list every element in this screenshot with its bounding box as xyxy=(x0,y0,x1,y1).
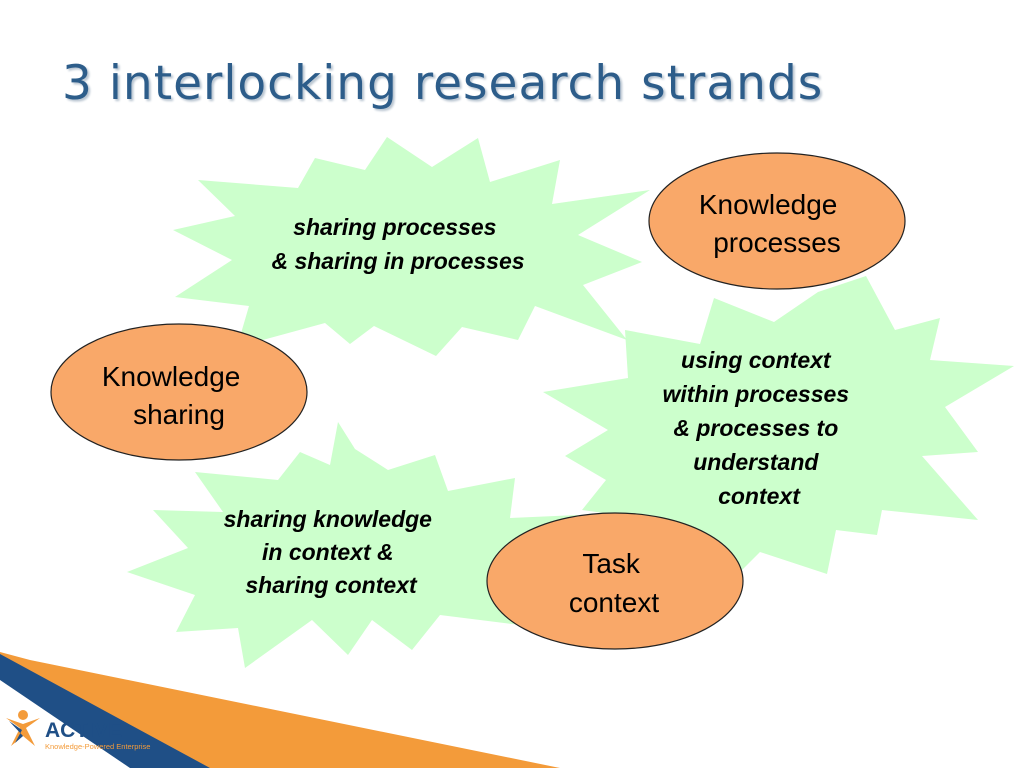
ellipse-line: processes xyxy=(713,227,841,258)
ellipse-line: Knowledge xyxy=(102,361,241,392)
burst-line: in context & xyxy=(262,539,394,565)
ellipse-line: Knowledge xyxy=(699,189,838,220)
burst-line: using context xyxy=(681,347,832,373)
slide-title: 3 interlocking research strands xyxy=(62,56,824,111)
ellipse-knowledge-processes xyxy=(648,152,906,290)
burst-line: context xyxy=(718,483,801,509)
burst-line: & sharing in processes xyxy=(271,248,524,274)
burst-line: sharing knowledge xyxy=(224,506,433,532)
burst-sharing-processes xyxy=(173,137,650,356)
logo-name: ACTIVE xyxy=(45,719,122,742)
burst-using-context xyxy=(543,276,1014,582)
ellipse-line: Task xyxy=(582,548,641,579)
ellipse-task-context xyxy=(486,512,744,650)
burst-line: sharing context xyxy=(245,572,418,598)
burst-text-sharing-processes: sharing processes & sharing in processes xyxy=(271,214,524,274)
ellipse-line: context xyxy=(569,587,659,618)
burst-text-using-context: using context within processes & process… xyxy=(662,347,855,509)
ellipse-text-knowledge-sharing: Knowledge sharing xyxy=(102,361,248,430)
ellipse-knowledge-sharing xyxy=(50,323,308,461)
ellipse-line: sharing xyxy=(133,399,225,430)
ellipse-text-knowledge-processes: Knowledge processes xyxy=(699,189,845,258)
ellipse-text-task-context: Task context xyxy=(569,548,659,618)
burst-line: & processes to xyxy=(673,415,838,441)
burst-text-sharing-knowledge: sharing knowledge in context & sharing c… xyxy=(224,506,439,598)
active-logo: ACTIVE Knowledge-Powered Enterprise xyxy=(6,710,150,751)
burst-line: understand xyxy=(693,449,819,475)
logo-tagline: Knowledge-Powered Enterprise xyxy=(45,742,150,751)
burst-line: sharing processes xyxy=(293,214,496,240)
star-person-icon xyxy=(6,710,40,746)
burst-line: within processes xyxy=(662,381,849,407)
bottom-stripe-white xyxy=(0,680,130,768)
burst-sharing-knowledge xyxy=(127,422,580,668)
